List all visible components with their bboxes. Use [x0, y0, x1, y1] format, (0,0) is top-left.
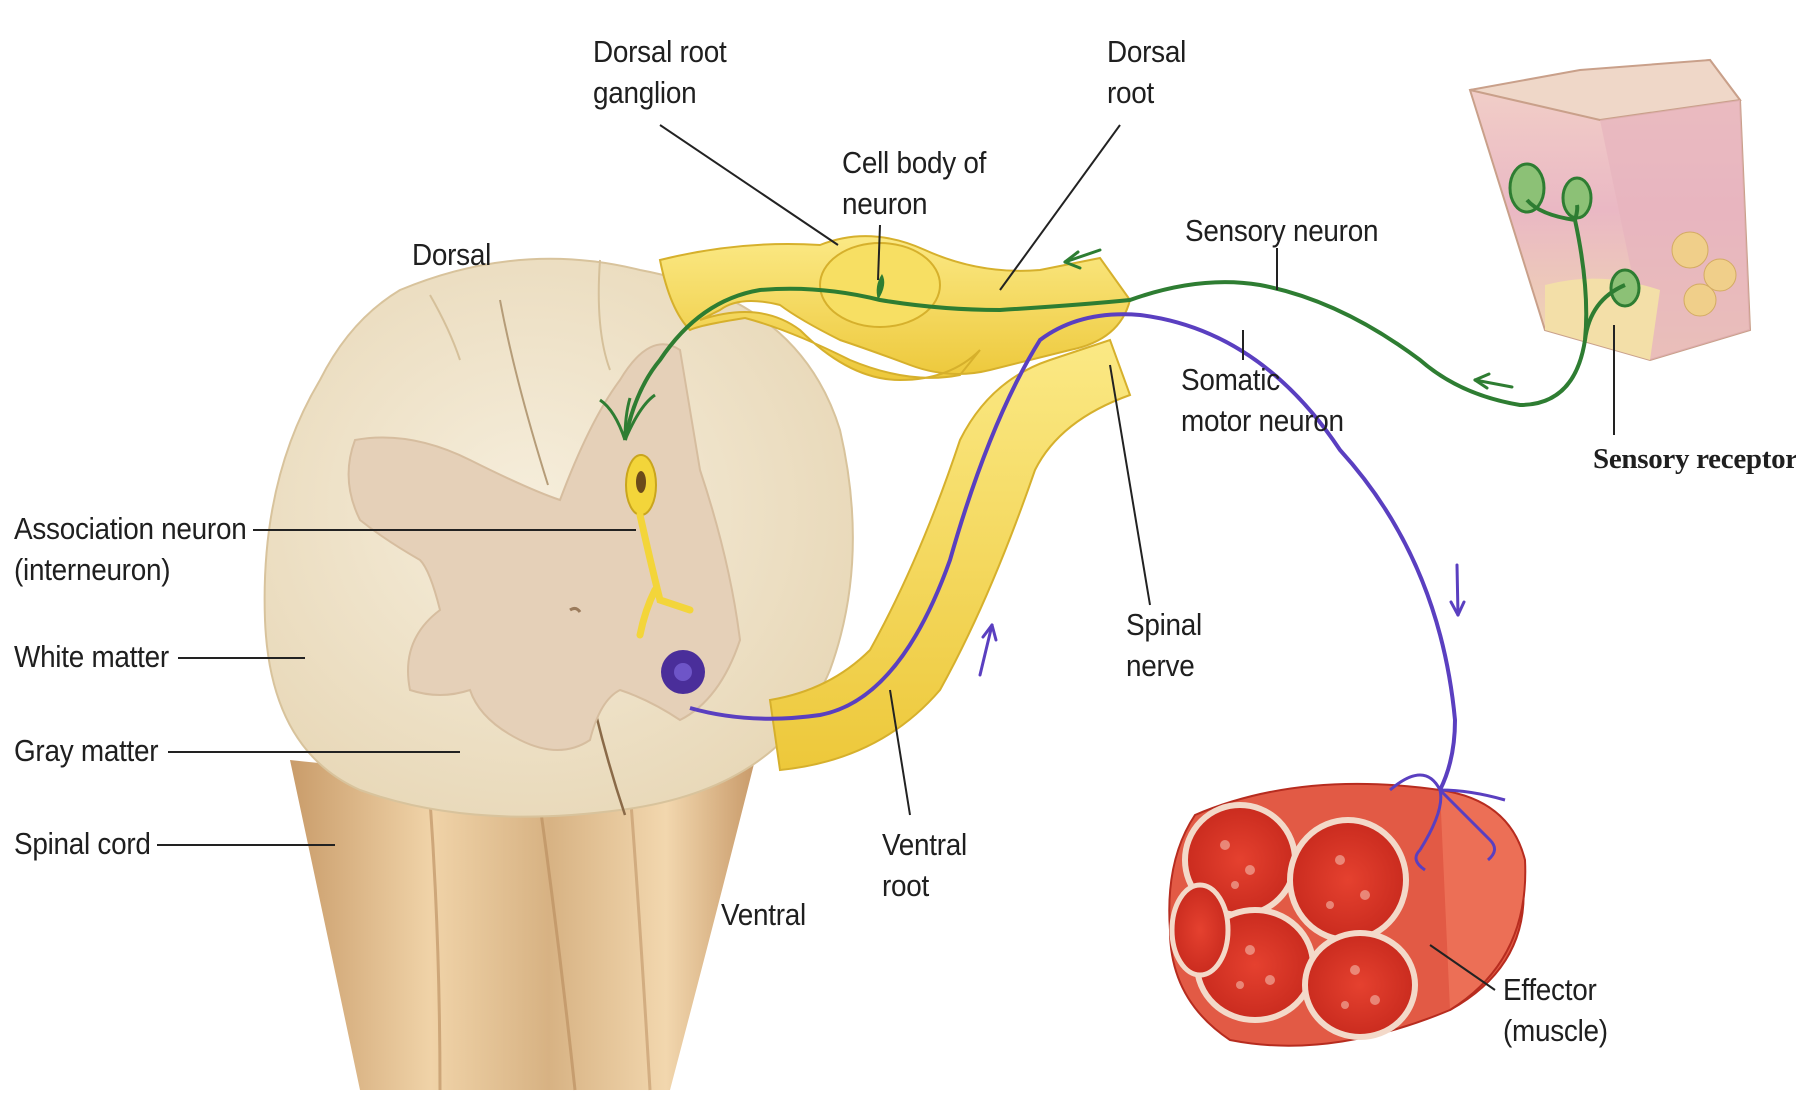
label-ventral: Ventral	[721, 895, 806, 936]
label-spinal-cord: Spinal cord	[14, 824, 151, 865]
label-gray-matter: Gray matter	[14, 731, 158, 772]
label-dorsal: Dorsal	[412, 235, 491, 276]
label-association-neuron: Association neuron(interneuron)	[14, 509, 246, 591]
leader-spinal-nerve	[1110, 365, 1150, 605]
label-white-matter: White matter	[14, 637, 169, 678]
label-sensory-receptor: Sensory receptor	[1593, 440, 1796, 478]
leader-dorsal-root-ganglion	[660, 125, 838, 245]
skin-block	[1470, 60, 1750, 360]
label-sensory-neuron: Sensory neuron	[1185, 211, 1378, 252]
label-effector: Effector(muscle)	[1503, 970, 1608, 1052]
